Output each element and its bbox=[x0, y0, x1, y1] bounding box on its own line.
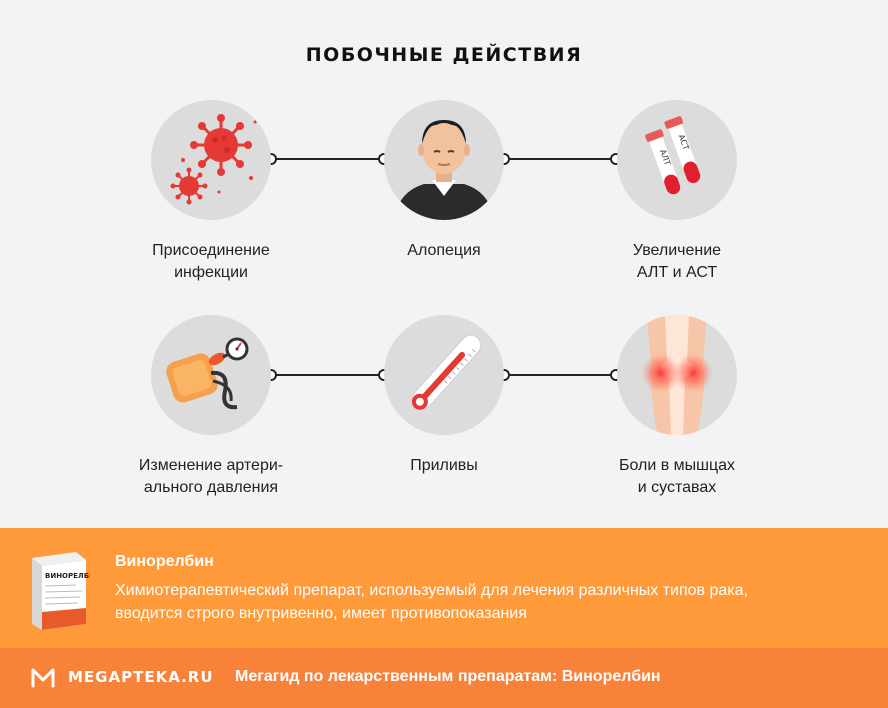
virus-icon bbox=[170, 114, 257, 205]
effect-label: Приливы bbox=[410, 457, 478, 474]
connector-line bbox=[504, 158, 616, 160]
blood-pressure-circle bbox=[151, 315, 271, 435]
joint-pain-circle bbox=[617, 315, 737, 435]
page-title: ПОБОЧНЫЕ ДЕЙСТВИЯ bbox=[305, 44, 583, 66]
effect-label: Изменение артери-ального давления bbox=[138, 457, 284, 496]
footer-band bbox=[0, 648, 888, 708]
thermometer-icon bbox=[411, 334, 482, 410]
drug-name: Винорелбин bbox=[115, 553, 214, 570]
blood-pressure-cuff-icon bbox=[166, 337, 249, 410]
knee-joint-icon bbox=[641, 315, 713, 435]
drug-description: Химиотерапевтический препарат, используе… bbox=[115, 582, 748, 622]
footer-caption: Мегагид по лекарственным препаратам: Вин… bbox=[235, 668, 661, 685]
alopecia-circle bbox=[384, 100, 504, 220]
brand-link[interactable]: MEGAPTEKA.RU bbox=[68, 668, 214, 686]
megapteka-logo-icon[interactable] bbox=[30, 666, 56, 688]
hot-flashes-circle bbox=[384, 315, 504, 435]
drug-info-band bbox=[0, 528, 888, 648]
connector-line bbox=[272, 374, 384, 376]
balding-man-icon bbox=[394, 120, 494, 220]
connector-line bbox=[504, 374, 616, 376]
test-tubes-icon: АЛТ АСТ bbox=[645, 116, 701, 195]
drug-box-label: ВИНОРЕЛБИН bbox=[45, 572, 90, 580]
liver-tests-circle: АЛТ АСТ bbox=[617, 100, 737, 220]
infection-circle bbox=[151, 100, 271, 220]
connector-line bbox=[272, 158, 384, 160]
drug-box-image: ВИНОРЕЛБИН bbox=[32, 552, 90, 630]
effect-label: Алопеция bbox=[407, 242, 481, 259]
